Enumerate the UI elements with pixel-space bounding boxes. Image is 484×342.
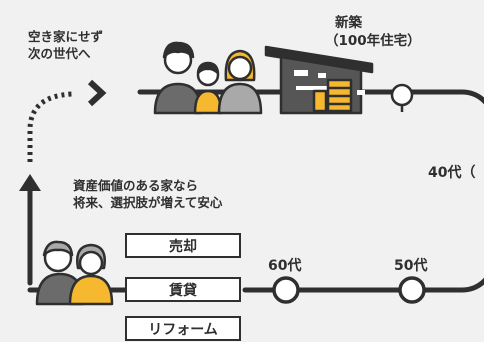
elderly-couple-icon xyxy=(35,240,114,306)
tree-icon xyxy=(390,83,414,112)
reform-option-box: リフォーム xyxy=(125,316,241,341)
up-arrow-icon xyxy=(19,174,41,191)
next-generation-label: 空き家にせず 次の世代へ xyxy=(28,29,103,63)
next-generation-line2: 次の世代へ xyxy=(28,45,91,61)
new-build-label: 新築 （100年住宅） xyxy=(325,14,421,50)
asset-value-line2: 将来、選択肢が増えて安心 xyxy=(73,194,223,210)
new-build-line2: （100年住宅） xyxy=(325,33,421,50)
new-build-line1: 新築 xyxy=(335,15,362,31)
age-40-label: 40代（ xyxy=(428,165,476,181)
next-generation-line1: 空き家にせず xyxy=(28,29,104,44)
age-50-marker xyxy=(398,276,426,304)
next-generation-dotted-line xyxy=(27,79,107,162)
age-60-label: 60代 xyxy=(268,258,302,274)
asset-value-label: 資産価値のある家なら 将来、選択肢が増えて安心 xyxy=(73,178,222,212)
house-icon xyxy=(264,45,374,115)
family-of-three-icon xyxy=(153,41,263,115)
chevron-right-icon xyxy=(87,79,107,107)
age-60-marker xyxy=(272,276,300,304)
sell-option-box: 売却 xyxy=(125,233,241,258)
age-50-label: 50代 xyxy=(394,258,428,274)
rent-option-box: 賃貸 xyxy=(125,277,241,302)
asset-value-line1: 資産価値のある家なら xyxy=(73,178,199,193)
